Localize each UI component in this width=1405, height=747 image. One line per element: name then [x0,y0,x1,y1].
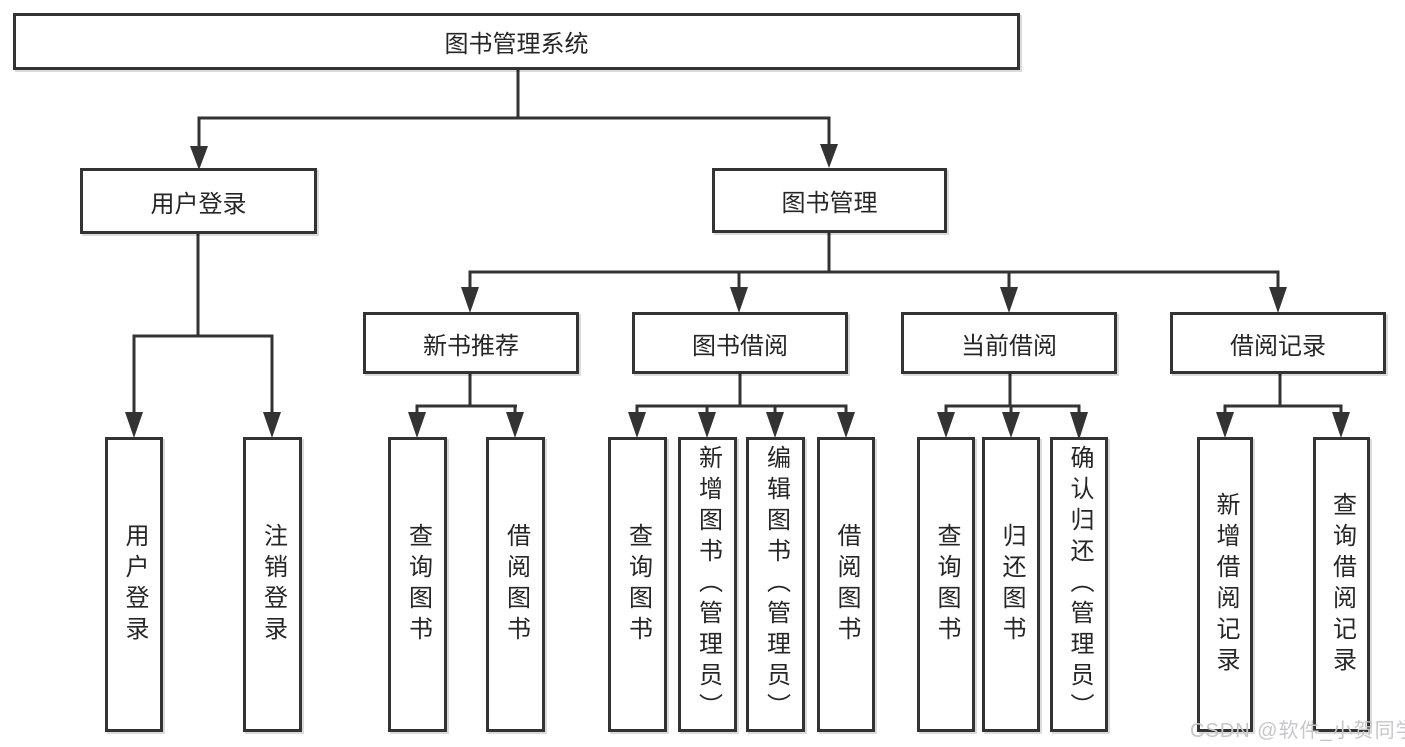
leaf-borrow-books-recommend: 借阅图书 [486,437,545,732]
leaf-borrow-books: 借阅图书 [817,437,875,732]
leaf-return-book: 归还图书 [982,437,1040,732]
leaf-borrow-books-label: 借阅图书 [833,522,860,647]
leaf-add-borrow-record-label: 新增借阅记录 [1212,491,1239,678]
leaf-query-books-recommend-label: 查询图书 [404,522,432,647]
node-book-management: 图书管理 [712,168,947,233]
node-current-borrow: 当前借阅 [901,312,1117,374]
leaf-query-borrow-record: 查询借阅记录 [1313,437,1370,732]
leaf-query-books-borrow: 查询图书 [608,437,667,732]
node-book-borrow-label: 图书借阅 [692,332,788,360]
leaf-edit-book-admin: 编辑图书（管理员） [746,437,805,732]
leaf-add-book-admin-label: 新增图书（管理员） [694,445,722,724]
node-new-book-recommend: 新书推荐 [363,312,579,374]
leaf-logout-login-label: 注销登录 [259,522,287,647]
leaf-return-book-label: 归还图书 [998,522,1025,647]
leaf-add-borrow-record: 新增借阅记录 [1197,437,1253,732]
leaf-edit-book-admin-label: 编辑图书（管理员） [762,445,790,724]
leaf-confirm-return-admin: 确认归还（管理员） [1050,437,1108,732]
node-user-login: 用户登录 [80,168,317,234]
csdn-watermark: CSDN @软件_小贺同学 [1190,720,1405,742]
node-borrow-records: 借阅记录 [1170,312,1386,374]
node-root-system: 图书管理系统 [13,13,1020,70]
leaf-query-borrow-record-label: 查询借阅记录 [1328,491,1356,678]
leaf-query-books-borrow-label: 查询图书 [624,522,652,647]
leaf-user-login: 用户登录 [105,437,163,732]
node-user-login-label: 用户登录 [150,190,247,218]
node-borrow-records-label: 借阅记录 [1230,332,1326,360]
leaf-confirm-return-admin-label: 确认归还（管理员） [1066,445,1093,724]
leaf-query-books-current-label: 查询图书 [933,522,960,647]
node-book-borrow: 图书借阅 [632,312,848,374]
leaf-user-login-label: 用户登录 [121,522,148,647]
node-new-book-recommend-label: 新书推荐 [423,332,519,360]
leaf-logout-login: 注销登录 [243,437,302,732]
leaf-query-books-recommend: 查询图书 [388,437,447,732]
node-book-management-label: 图书管理 [781,190,878,217]
node-current-borrow-label: 当前借阅 [961,332,1057,360]
leaf-add-book-admin: 新增图书（管理员） [678,437,737,732]
leaf-borrow-books-recommend-label: 借阅图书 [502,522,530,647]
node-root-label: 图书管理系统 [444,31,589,58]
leaf-query-books-current: 查询图书 [917,437,975,732]
